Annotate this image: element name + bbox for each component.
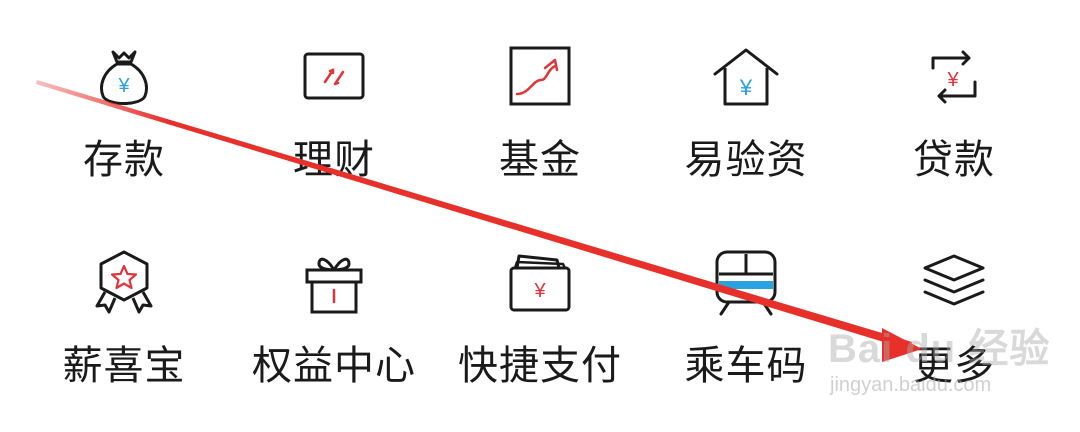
grid-item-rights-center[interactable]: 权益中心 <box>226 0 442 389</box>
grid-item-label: 更多 <box>913 343 995 389</box>
grid-item-label: 贷款 <box>913 137 995 183</box>
layers-icon <box>919 248 989 318</box>
grid-item-label: 权益中心 <box>252 343 416 389</box>
grid-item-xinxibao[interactable]: 薪喜宝 <box>16 0 232 389</box>
gift-box-icon <box>299 248 369 318</box>
star-badge-icon <box>89 248 159 318</box>
grid-item-loan[interactable]: ¥ 贷款 <box>846 0 1062 200</box>
grid-item-more[interactable]: 更多 <box>846 0 1062 389</box>
wallet-yuan-icon: ¥ <box>505 248 575 318</box>
grid-item-transit-code[interactable]: 乘车码 <box>638 0 854 389</box>
grid-item-label: 乘车码 <box>684 343 808 389</box>
grid-item-label: 快捷支付 <box>458 343 622 389</box>
svg-text:¥: ¥ <box>533 280 546 302</box>
grid-item-quick-pay[interactable]: ¥ 快捷支付 <box>432 0 648 389</box>
grid-item-label: 薪喜宝 <box>62 343 186 389</box>
transit-card-icon <box>711 248 781 318</box>
svg-text:¥: ¥ <box>946 69 959 91</box>
loan-exchange-icon: ¥ <box>919 42 989 112</box>
